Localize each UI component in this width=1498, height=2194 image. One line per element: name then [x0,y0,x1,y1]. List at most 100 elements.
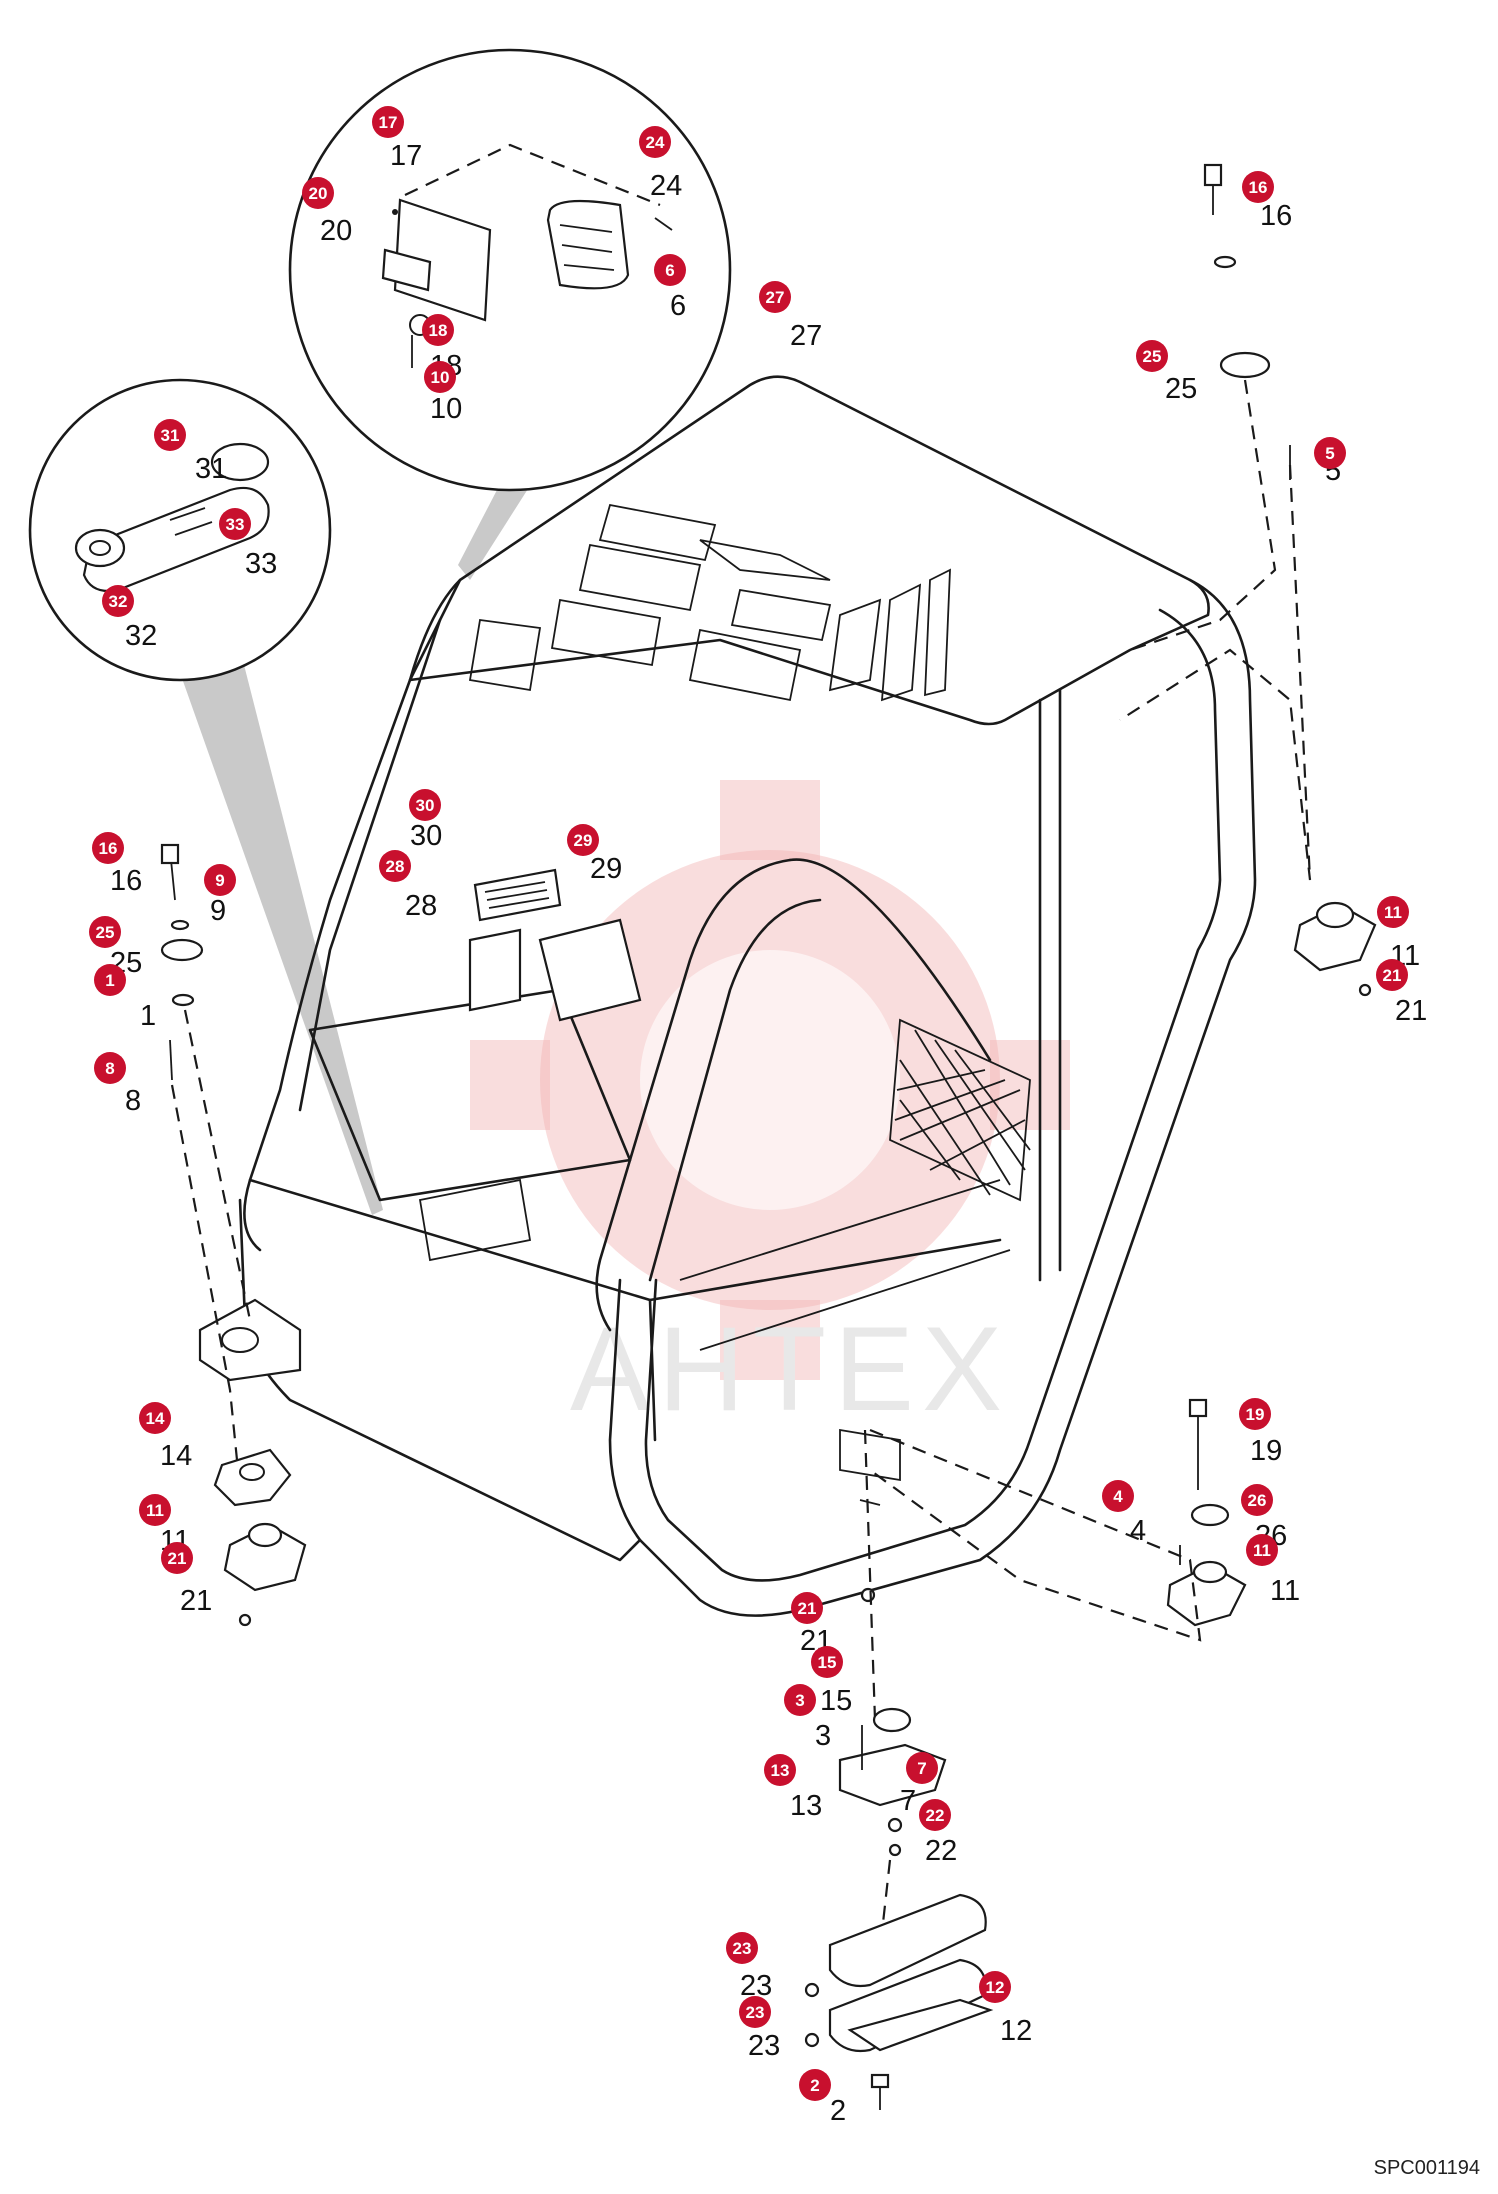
callout-number-25a: 25 [1165,373,1197,405]
callout-number-14: 14 [160,1440,192,1472]
callout-badge-17[interactable]: 17 [372,106,404,138]
callout-badge-31[interactable]: 31 [154,419,186,451]
callout-badge-number: 29 [574,831,593,850]
callout-badge-circle [1314,437,1346,469]
callout-badge-number: 28 [386,857,405,876]
callout-badge-circle [1377,896,1409,928]
callout-badge-number: 12 [986,1978,1005,1997]
callout-badge-23a[interactable]: 23 [726,1932,758,1964]
callout-badge-4[interactable]: 4 [1102,1480,1134,1512]
callout-badge-number: 15 [818,1653,837,1672]
callout-number-21a: 21 [1395,995,1427,1027]
callout-badge-25a[interactable]: 25 [1136,340,1168,372]
callout-badge-9[interactable]: 9 [204,864,236,896]
callout-badge-number: 6 [665,261,674,280]
callout-badge-number: 3 [795,1691,804,1710]
callout-badge-12[interactable]: 12 [979,1971,1011,2003]
callout-badge-circle [739,1996,771,2028]
callout-number-7: 7 [900,1785,916,1817]
callout-badge-number: 25 [96,923,115,942]
callout-badge-11c[interactable]: 11 [1246,1534,1278,1566]
callout-badge-circle [919,1799,951,1831]
callout-badge-14[interactable]: 14 [139,1402,171,1434]
callout-badge-circle [219,508,251,540]
detail-circle-top [288,48,732,492]
callout-badge-11b[interactable]: 11 [139,1494,171,1526]
callout-badge-28[interactable]: 28 [379,850,411,882]
callout-badge-number: 11 [1253,1541,1271,1560]
callout-number-30: 30 [410,820,442,852]
callout-badge-number: 7 [917,1759,926,1778]
callout-number-2: 2 [830,2095,846,2127]
callout-badge-number: 9 [215,871,224,890]
callout-number-21b: 21 [180,1585,212,1617]
callout-badge-circle [94,964,126,996]
callout-badge-21c[interactable]: 21 [791,1592,823,1624]
callout-badge-number: 25 [1143,347,1162,366]
callout-badge-number: 21 [798,1599,817,1618]
callout-badge-number: 24 [646,133,665,152]
callout-badge-6[interactable]: 6 [654,254,686,286]
callout-badge-circle [1239,1398,1271,1430]
callout-badge-2[interactable]: 2 [799,2069,831,2101]
callout-badge-10[interactable]: 10 [424,361,456,393]
callout-number-10: 10 [430,393,462,425]
callout-badge-11a[interactable]: 11 [1377,896,1409,928]
callout-badge-13[interactable]: 13 [764,1754,796,1786]
callout-badge-21b[interactable]: 21 [161,1542,193,1574]
callout-badge-number: 11 [1384,903,1402,922]
watermark-text: АНТЕХ [570,1302,1010,1436]
callout-number-11c: 11 [1270,1575,1300,1607]
callout-badge-circle [89,916,121,948]
callout-badge-21a[interactable]: 21 [1376,959,1408,991]
callout-badge-circle [764,1754,796,1786]
callout-badge-number: 1 [105,971,114,990]
callout-badge-circle [726,1932,758,1964]
callout-badge-26[interactable]: 26 [1241,1484,1273,1516]
callout-badge-5[interactable]: 5 [1314,437,1346,469]
callout-badge-8[interactable]: 8 [94,1052,126,1084]
callout-badge-33[interactable]: 33 [219,508,251,540]
callout-number-22: 22 [925,1835,957,1867]
callout-badge-circle [1242,171,1274,203]
callout-badge-circle [161,1542,193,1574]
callout-badge-number: 4 [1113,1487,1123,1506]
callout-badge-19[interactable]: 19 [1239,1398,1271,1430]
callout-number-29: 29 [590,853,622,885]
callout-badge-circle [1241,1484,1273,1516]
callout-badge-24[interactable]: 24 [639,126,671,158]
detail-pointer-left [172,610,383,1215]
callout-number-33: 33 [245,548,277,580]
callout-number-12: 12 [1000,2015,1032,2047]
callout-badge-22[interactable]: 22 [919,1799,951,1831]
callout-badge-circle [567,824,599,856]
callout-badge-circle [654,254,686,286]
callout-badge-18[interactable]: 18 [422,314,454,346]
callout-badge-number: 16 [1249,178,1268,197]
callout-number-4: 4 [1130,1515,1146,1547]
mount-stack-left [160,843,307,1627]
callout-badge-32[interactable]: 32 [102,585,134,617]
callout-badge-number: 14 [146,1409,165,1428]
callout-badge-number: 32 [109,592,128,611]
callout-badge-number: 30 [416,796,435,815]
callout-badge-3[interactable]: 3 [784,1684,816,1716]
callout-badge-16b[interactable]: 16 [92,832,124,864]
callout-badge-29[interactable]: 29 [567,824,599,856]
callout-badge-27[interactable]: 27 [759,281,791,313]
callout-number-19: 19 [1250,1435,1282,1467]
callout-badge-16a[interactable]: 16 [1242,171,1274,203]
callout-number-23b: 23 [748,2030,780,2062]
callout-number-24: 24 [650,170,682,202]
callout-badge-circle [784,1684,816,1716]
callout-badge-circle [799,2069,831,2101]
callout-badge-23b[interactable]: 23 [739,1996,771,2028]
callout-badge-7[interactable]: 7 [906,1752,938,1784]
callout-badge-25b[interactable]: 25 [89,916,121,948]
callout-badge-1[interactable]: 1 [94,964,126,996]
callout-number-20: 20 [320,215,352,247]
callout-badge-30[interactable]: 30 [409,789,441,821]
callout-badge-15[interactable]: 15 [811,1646,843,1678]
callout-badge-20[interactable]: 20 [302,177,334,209]
callout-number-27: 27 [790,320,822,352]
